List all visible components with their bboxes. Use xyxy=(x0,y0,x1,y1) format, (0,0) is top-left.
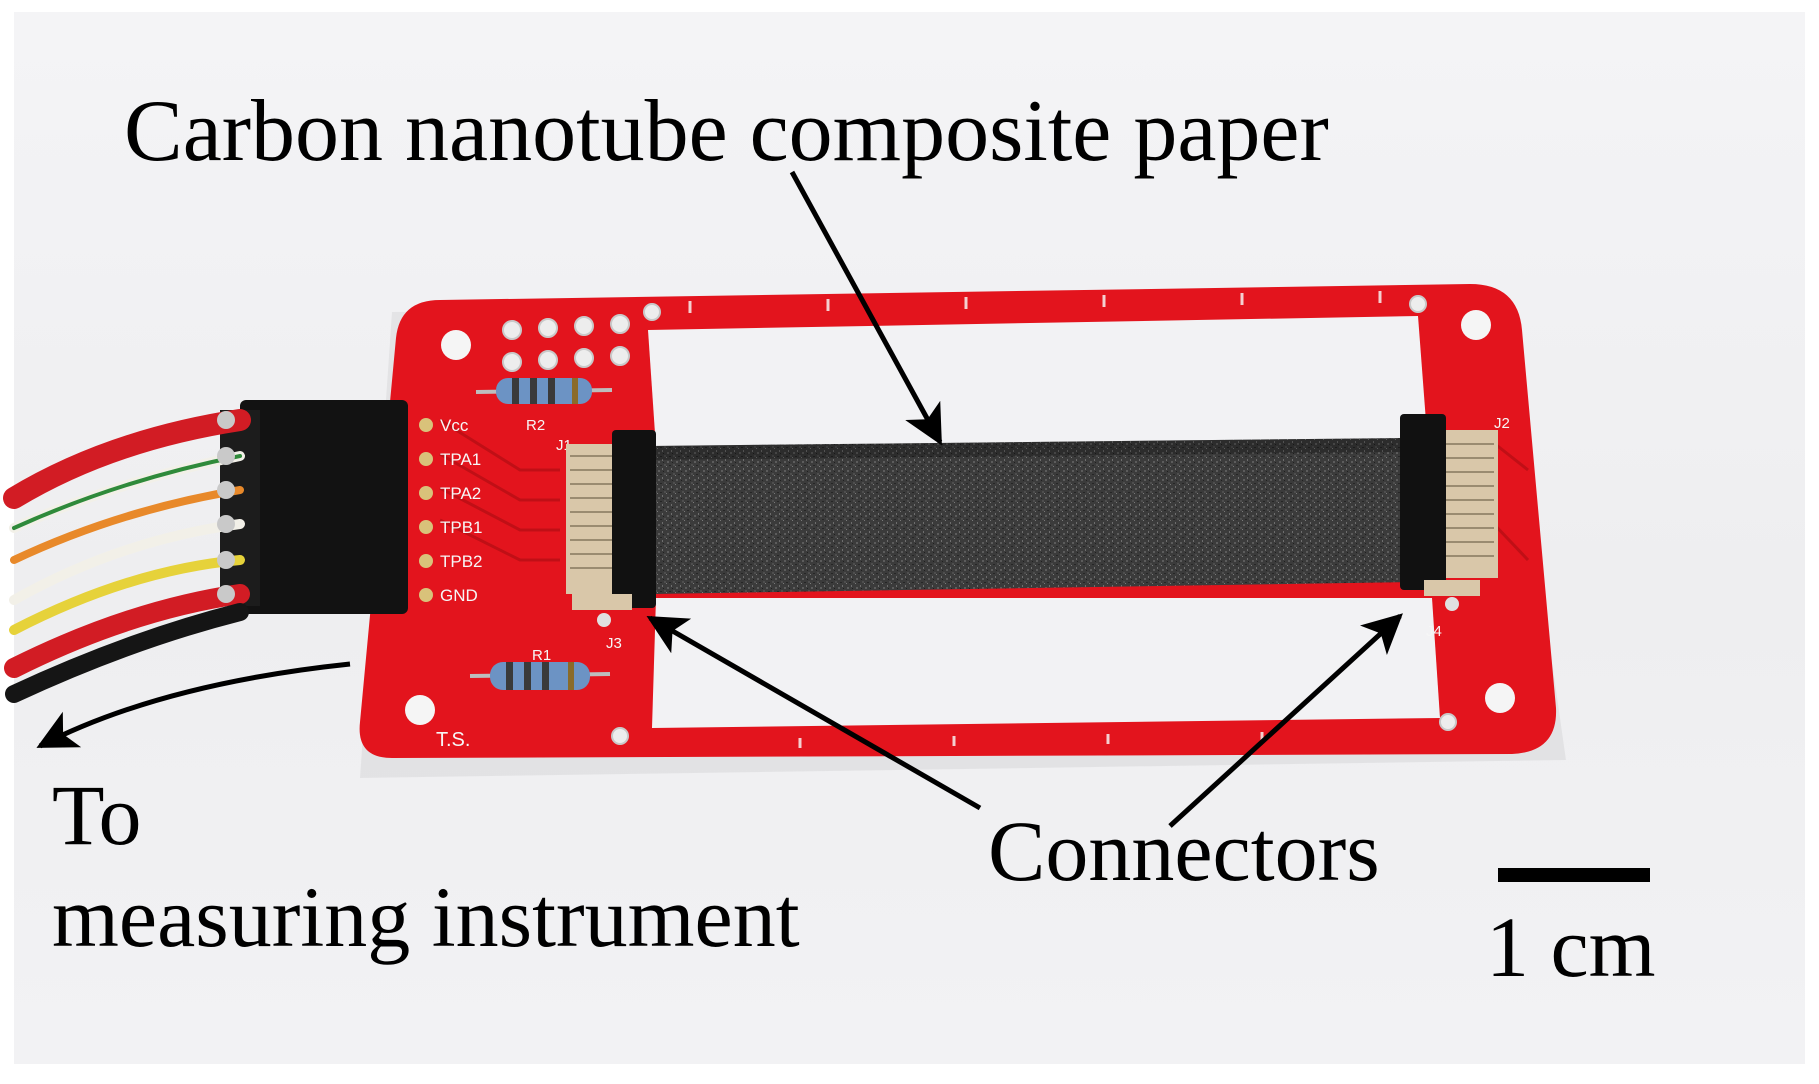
connector-right xyxy=(1400,414,1498,611)
pcb-window-bottom xyxy=(652,598,1440,728)
annotation-arrows xyxy=(36,170,1403,828)
resistor-r2 xyxy=(475,378,613,404)
via-pads xyxy=(502,295,1457,745)
pin-label-tpb2: TPB2 xyxy=(440,552,483,571)
pin-labels: Vcc TPA1 TPA2 TPB1 TPB2 GND xyxy=(440,416,483,605)
arrow-to-instrument xyxy=(36,661,351,749)
ref-j2: J2 xyxy=(1494,415,1510,432)
label-to: To xyxy=(52,767,142,863)
ref-maker: T.S. xyxy=(436,729,470,751)
pcb-traces xyxy=(439,418,1530,562)
arrow-to-right-connector xyxy=(1168,613,1403,828)
scale-bar xyxy=(1498,868,1650,882)
pin-header xyxy=(220,400,433,614)
ref-j3: J3 xyxy=(606,635,622,652)
connector-left xyxy=(566,430,656,627)
arrow-to-left-connector xyxy=(646,615,982,811)
cnt-paper-strip xyxy=(650,438,1410,594)
header-pins xyxy=(419,418,433,602)
pin-label-tpb1: TPB1 xyxy=(440,518,483,537)
pcb-window-top xyxy=(648,316,1428,448)
solder-joints xyxy=(217,411,235,603)
pin-label-tpa1: TPA1 xyxy=(440,450,481,469)
ruler-ticks xyxy=(688,291,1382,748)
pin-label-gnd: GND xyxy=(440,586,478,605)
ref-r2: R2 xyxy=(526,417,545,434)
arrow-to-paper xyxy=(789,170,943,446)
ref-r1: R1 xyxy=(532,647,551,664)
label-measuring-instrument: measuring instrument xyxy=(52,869,800,965)
ref-j4: J4 xyxy=(1426,623,1442,640)
mounting-holes xyxy=(405,310,1515,725)
label-connectors: Connectors xyxy=(988,803,1380,899)
pin-label-vcc: Vcc xyxy=(440,416,469,435)
label-cnt-paper: Carbon nanotube composite paper xyxy=(124,83,1329,180)
pin-label-tpa2: TPA2 xyxy=(440,484,481,503)
reference-designators: R2 R1 J1 J2 J3 J4 T.S. xyxy=(436,415,1510,751)
label-scale: 1 cm xyxy=(1486,899,1656,995)
resistor-r1 xyxy=(469,662,611,690)
wire-bundle xyxy=(3,409,251,703)
